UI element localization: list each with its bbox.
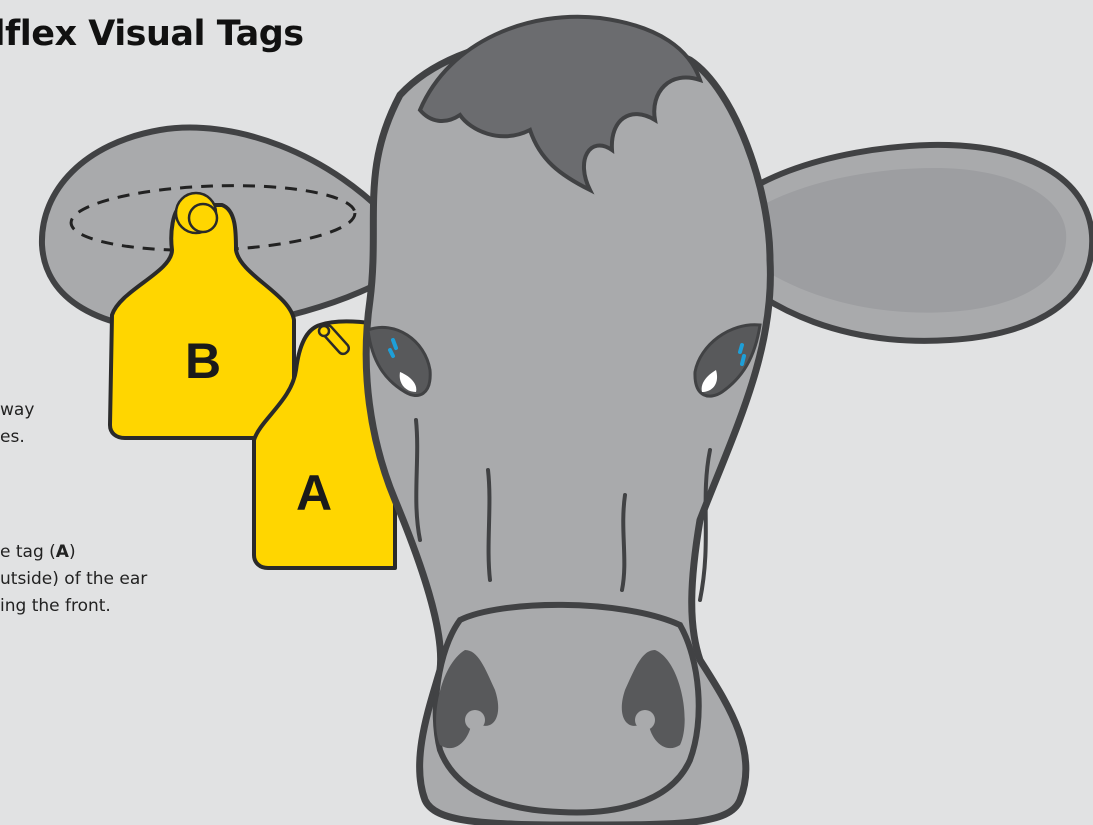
cow-head (366, 17, 770, 825)
tag-b-label: B (185, 333, 221, 389)
tag-a-label: A (296, 465, 332, 521)
